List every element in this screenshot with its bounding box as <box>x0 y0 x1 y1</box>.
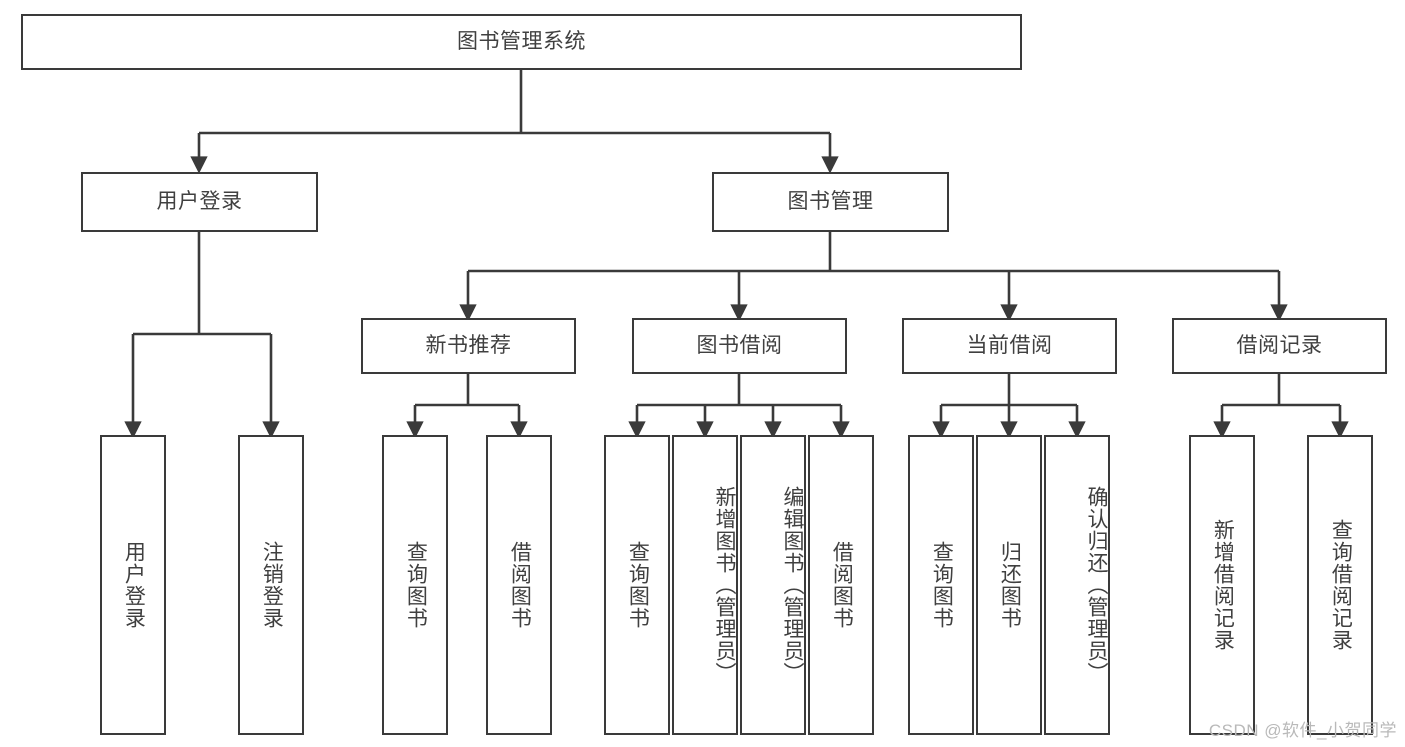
node-leaf-query-book-1[interactable]: 查询图书 <box>382 435 448 735</box>
node-leaf-user-login[interactable]: 用户登录 <box>100 435 166 735</box>
node-leaf-borrow-book-2-label: 借阅图书 <box>830 541 854 629</box>
node-leaf-confirm-return[interactable]: 确认归还（管理员） <box>1044 435 1110 735</box>
node-leaf-return-book-label: 归还图书 <box>998 541 1022 629</box>
node-new-book-rec-label: 新书推荐 <box>425 333 512 357</box>
node-book-borrow-label: 图书借阅 <box>696 333 783 357</box>
node-leaf-add-book-label: 新增图书（管理员） <box>713 486 736 684</box>
node-current-borrow[interactable]: 当前借阅 <box>902 318 1117 374</box>
node-leaf-borrow-book-2[interactable]: 借阅图书 <box>808 435 874 735</box>
node-leaf-query-book-2[interactable]: 查询图书 <box>604 435 670 735</box>
node-leaf-query-record[interactable]: 查询借阅记录 <box>1307 435 1373 735</box>
node-leaf-add-record-label: 新增借阅记录 <box>1211 519 1235 651</box>
node-borrow-record-label: 借阅记录 <box>1236 333 1323 357</box>
node-leaf-borrow-book-1-label: 借阅图书 <box>508 541 532 629</box>
node-leaf-logout-label: 注销登录 <box>260 541 284 629</box>
node-book-manage[interactable]: 图书管理 <box>712 172 949 232</box>
node-leaf-query-record-label: 查询借阅记录 <box>1329 519 1353 651</box>
node-leaf-edit-book[interactable]: 编辑图书（管理员） <box>740 435 806 735</box>
node-root-label: 图书管理系统 <box>457 29 586 53</box>
node-leaf-add-book[interactable]: 新增图书（管理员） <box>672 435 738 735</box>
node-book-manage-label: 图书管理 <box>787 189 874 213</box>
node-root[interactable]: 图书管理系统 <box>21 14 1022 70</box>
node-leaf-borrow-book-1[interactable]: 借阅图书 <box>486 435 552 735</box>
node-book-borrow[interactable]: 图书借阅 <box>632 318 847 374</box>
node-leaf-confirm-return-label: 确认归还（管理员） <box>1085 486 1108 684</box>
node-leaf-query-book-1-label: 查询图书 <box>404 541 428 629</box>
node-borrow-record[interactable]: 借阅记录 <box>1172 318 1387 374</box>
node-user-login-label: 用户登录 <box>156 189 243 213</box>
node-leaf-edit-book-label: 编辑图书（管理员） <box>781 486 804 684</box>
node-new-book-rec[interactable]: 新书推荐 <box>361 318 576 374</box>
node-leaf-logout[interactable]: 注销登录 <box>238 435 304 735</box>
node-user-login[interactable]: 用户登录 <box>81 172 318 232</box>
node-leaf-user-login-label: 用户登录 <box>122 541 146 629</box>
node-leaf-add-record[interactable]: 新增借阅记录 <box>1189 435 1255 735</box>
node-leaf-query-book-3-label: 查询图书 <box>930 541 954 629</box>
watermark: CSDN @软件_小贺同学 <box>1208 721 1397 740</box>
node-leaf-return-book[interactable]: 归还图书 <box>976 435 1042 735</box>
node-leaf-query-book-2-label: 查询图书 <box>626 541 650 629</box>
node-current-borrow-label: 当前借阅 <box>966 333 1053 357</box>
node-leaf-query-book-3[interactable]: 查询图书 <box>908 435 974 735</box>
